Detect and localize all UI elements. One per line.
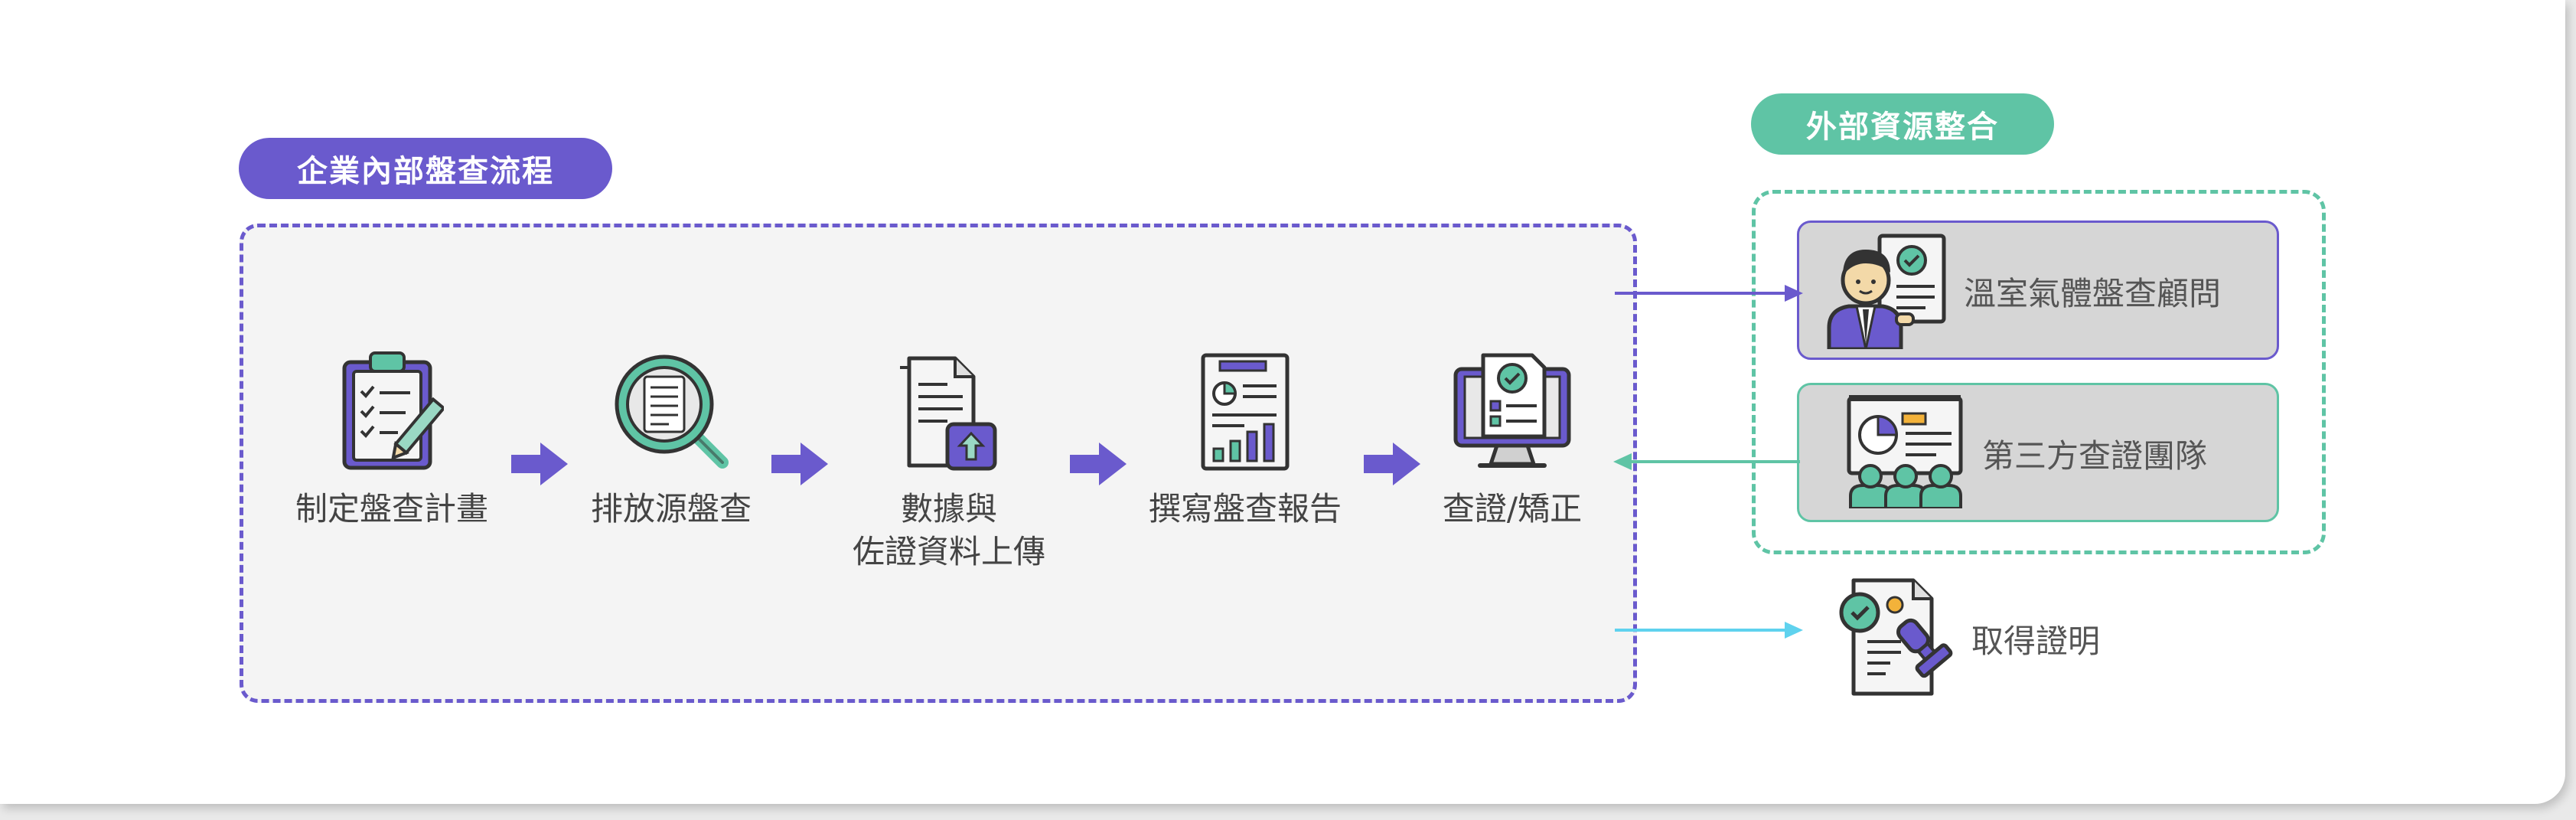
step-label-emission-inventory: 排放源盤查 [590,490,752,528]
monitor-verify-icon [1453,353,1571,468]
outcome-label: 取得證明 [1971,622,2101,660]
step-label-data-upload-line2: 佐證資料上傳 [852,533,1045,570]
consultant-person-icon [1827,234,1946,349]
arrow-from-verifier [1613,453,1800,470]
step-label-plan: 制定盤查計畫 [295,490,488,528]
step-label-write-report: 撰寫盤查報告 [1148,490,1342,528]
flow-arrow [771,443,828,485]
external-resources-container [1752,190,2326,554]
magnifier-document-icon [615,354,729,469]
internal-process-title: 企業內部盤查流程 [239,138,612,199]
clipboard-checklist-icon [342,351,444,470]
certificate-stamp-icon [1839,578,1953,696]
report-chart-icon [1201,353,1290,471]
verifier-team-icon [1847,395,1963,508]
flow-arrow [511,443,568,485]
step-label-data-upload-line1: 數據與 [900,490,997,528]
flow-arrow [1070,443,1127,485]
flow-arrow [1364,443,1420,485]
arrow-to-consultant [1615,285,1803,302]
step-label-verify-correct: 查證/矯正 [1442,490,1583,528]
arrow-to-certificate [1615,622,1803,639]
document-upload-icon [900,356,997,471]
verifier-label: 第三方查證團隊 [1982,437,2208,475]
external-resources-title: 外部資源整合 [1751,93,2054,155]
consultant-label: 溫室氣體盤查顧問 [1964,275,2222,312]
